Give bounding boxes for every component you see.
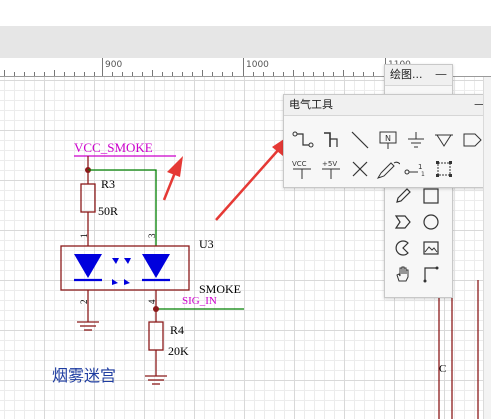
net-label-sig-in[interactable]: SIG_IN: [182, 295, 217, 307]
electrical-panel-title[interactable]: 电气工具 —: [284, 95, 491, 116]
electrical-panel-title-text: 电气工具: [289, 98, 333, 111]
no-connect-icon[interactable]: [348, 157, 372, 181]
pin4-number: 4: [147, 299, 157, 304]
u3-body[interactable]: [60, 245, 190, 291]
pan-hand-icon[interactable]: [391, 262, 415, 286]
bus-entry-icon-label: 1: [418, 163, 422, 171]
r3-ref-label: R3: [101, 177, 115, 191]
bus-icon[interactable]: [320, 128, 344, 152]
pencil-icon[interactable]: [391, 184, 415, 208]
net-label-vcc-smoke[interactable]: VCC_SMOKE: [74, 140, 153, 155]
polygon-icon[interactable]: [391, 210, 415, 234]
ground-icon[interactable]: [404, 128, 428, 152]
connect-icon[interactable]: [432, 157, 456, 181]
bus-entry-icon-sub: 1: [421, 171, 425, 178]
circle-icon[interactable]: [419, 210, 443, 234]
photodiode-icon: [142, 254, 170, 278]
corner-line-icon[interactable]: [419, 262, 443, 286]
wire-vcc-to-pin3[interactable]: [88, 169, 157, 246]
annotation-arrows: [162, 135, 290, 221]
probe-icon[interactable]: [376, 157, 400, 181]
ground-triangle-icon[interactable]: [432, 128, 456, 152]
plus5v-icon-label: +5V: [322, 160, 337, 168]
minimize-icon[interactable]: —: [435, 67, 447, 81]
electrical-tools-panel: 电气工具 — N VCC +5V: [283, 94, 491, 188]
resistor-r3[interactable]: [80, 183, 96, 213]
resistor-r4[interactable]: [148, 321, 164, 351]
vertical-scrollbar[interactable]: [483, 77, 491, 419]
plus5v-icon[interactable]: +5V: [320, 157, 344, 181]
schematic-title-text: 烟雾迷宫: [52, 366, 116, 385]
wire-icon[interactable]: [291, 128, 315, 152]
vcc-icon[interactable]: VCC: [291, 157, 315, 181]
pin1-number: 1: [79, 234, 89, 239]
ground-symbol-r4: [145, 375, 167, 385]
netlabel-icon[interactable]: N: [376, 128, 400, 152]
drawing-panel-title[interactable]: 绘图... —: [385, 65, 452, 86]
led-diode-icon: [74, 254, 102, 278]
rectangle-icon[interactable]: [419, 184, 443, 208]
pin2-number: 2: [79, 300, 89, 305]
c-component-label: C: [439, 363, 446, 375]
pin3-number: 3: [147, 233, 157, 238]
image-icon[interactable]: [419, 236, 443, 260]
line-icon[interactable]: [348, 128, 372, 152]
vcc-icon-label: VCC: [292, 160, 307, 168]
ruler-label-900: 900: [105, 60, 123, 70]
light-arrows-icon: [112, 258, 131, 285]
arc-icon[interactable]: [391, 236, 415, 260]
r3-value-label: 50R: [98, 204, 118, 218]
drawing-panel-title-text: 绘图...: [390, 68, 423, 81]
ground-symbol-u3: [77, 321, 99, 331]
smoke-label: SMOKE: [199, 282, 241, 296]
u3-ref-label: U3: [199, 237, 214, 251]
port-icon[interactable]: [460, 128, 484, 152]
r4-value-label: 20K: [168, 344, 189, 358]
top-toolbar: [0, 0, 491, 26]
svg-text:N: N: [385, 134, 391, 143]
r4-ref-label: R4: [170, 323, 184, 337]
ruler-label-1000: 1000: [246, 60, 269, 70]
